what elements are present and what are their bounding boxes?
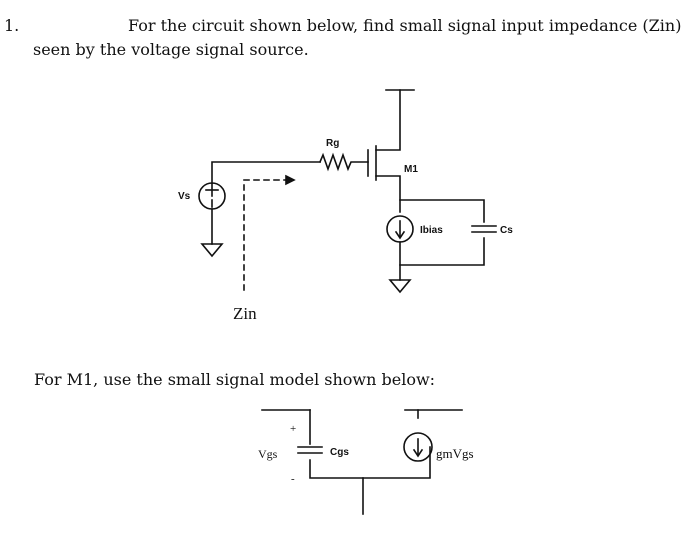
label-zin: Zin <box>233 304 257 323</box>
label-rg: Rg <box>326 138 339 149</box>
label-ibias: Ibias <box>420 225 443 236</box>
wire-source-to-rg <box>211 161 321 184</box>
question-text-line-1: For the circuit shown below, find small … <box>128 16 682 35</box>
label-cgs: Cgs <box>330 447 349 458</box>
ground-symbol-left <box>200 243 224 258</box>
model-instruction: For M1, use the small signal model shown… <box>34 370 436 389</box>
current-source-gmvgs <box>403 409 463 462</box>
question-text-line-2: seen by the voltage signal source. <box>33 40 309 59</box>
label-vgs: Vgs <box>258 447 278 461</box>
capacitor-cs <box>471 225 497 233</box>
label-m1: M1 <box>404 164 418 175</box>
mosfet-m1 <box>367 89 415 213</box>
label-gmvgs: gmVgs <box>436 446 474 461</box>
label-vgs-plus: + <box>290 423 296 435</box>
zin-dashed-arrow <box>243 174 296 291</box>
wire-ground-node-to-cs <box>399 237 485 266</box>
wire-source-node-to-cs <box>399 199 485 223</box>
label-vgs-minus: - <box>291 473 295 485</box>
current-source-ibias <box>386 215 414 243</box>
resistor-rg <box>318 152 369 172</box>
voltage-source-vs <box>198 182 226 210</box>
question-number: 1. <box>4 16 20 35</box>
label-cs: Cs <box>500 225 513 236</box>
capacitor-cgs <box>297 446 323 454</box>
ground-symbol-right <box>388 279 412 294</box>
label-vs: Vs <box>178 191 191 202</box>
model-bottom-wire <box>309 446 431 479</box>
